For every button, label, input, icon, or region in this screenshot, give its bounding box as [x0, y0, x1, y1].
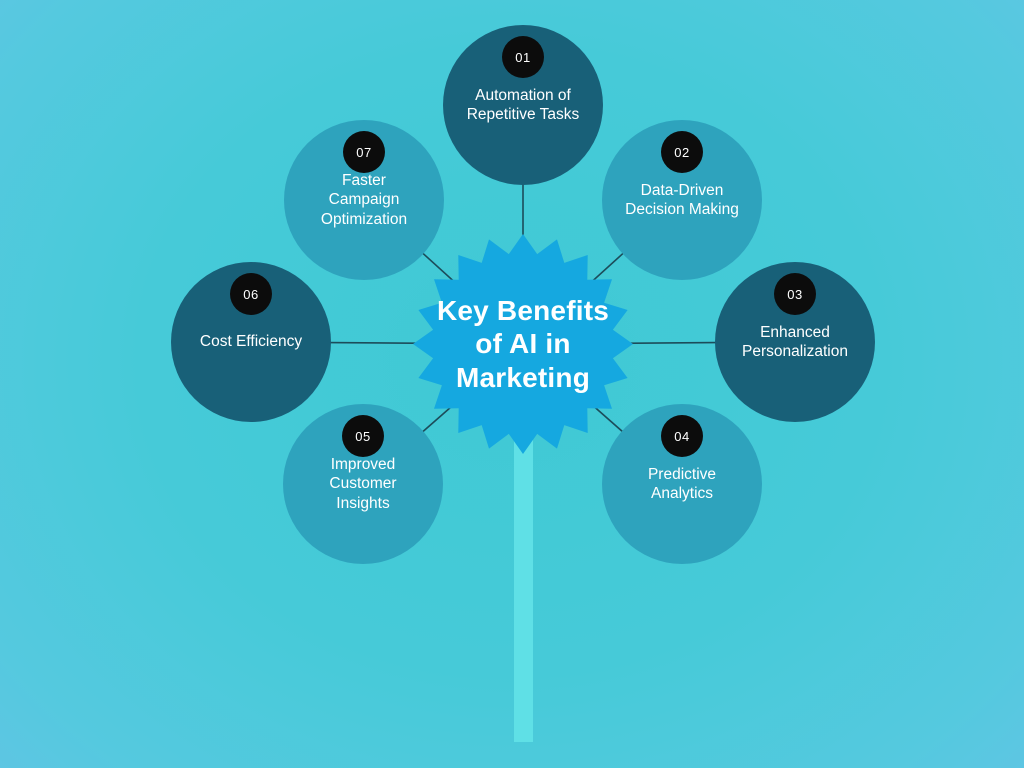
number-badge: 03 — [774, 273, 816, 315]
number-badge: 07 — [343, 131, 385, 173]
benefit-node-customer-insights: 05 Improved Customer Insights — [283, 404, 443, 564]
tree-stem — [514, 438, 533, 742]
number-badge: 05 — [342, 415, 384, 457]
number-badge: 04 — [661, 415, 703, 457]
benefit-node-campaign-optimization: 07 Faster Campaign Optimization — [284, 120, 444, 280]
benefit-label: Predictive Analytics — [647, 465, 717, 502]
benefit-node-data-driven: 02 Data-Driven Decision Making — [602, 120, 762, 280]
benefit-label: Data-Driven Decision Making — [625, 181, 739, 218]
benefit-label: Automation of Repetitive Tasks — [466, 86, 580, 123]
number-badge: 06 — [230, 273, 272, 315]
benefit-node-automation: 01 Automation of Repetitive Tasks — [443, 25, 603, 185]
benefit-label: Cost Efficiency — [199, 333, 303, 351]
benefit-label: Faster Campaign Optimization — [320, 172, 408, 228]
number-badge: 01 — [502, 36, 544, 78]
center-starburst — [413, 234, 633, 454]
benefit-node-personalization: 03 Enhanced Personalization — [715, 262, 875, 422]
benefit-label: Improved Customer Insights — [329, 456, 397, 512]
center-title: Key Benefits of AI in Marketing — [436, 295, 609, 393]
number-badge: 02 — [661, 131, 703, 173]
benefit-label: Enhanced Personalization — [742, 323, 848, 360]
benefit-node-cost-efficiency: 06 Cost Efficiency — [171, 262, 331, 422]
starburst-shape — [413, 234, 633, 454]
benefit-node-predictive: 04 Predictive Analytics — [602, 404, 762, 564]
